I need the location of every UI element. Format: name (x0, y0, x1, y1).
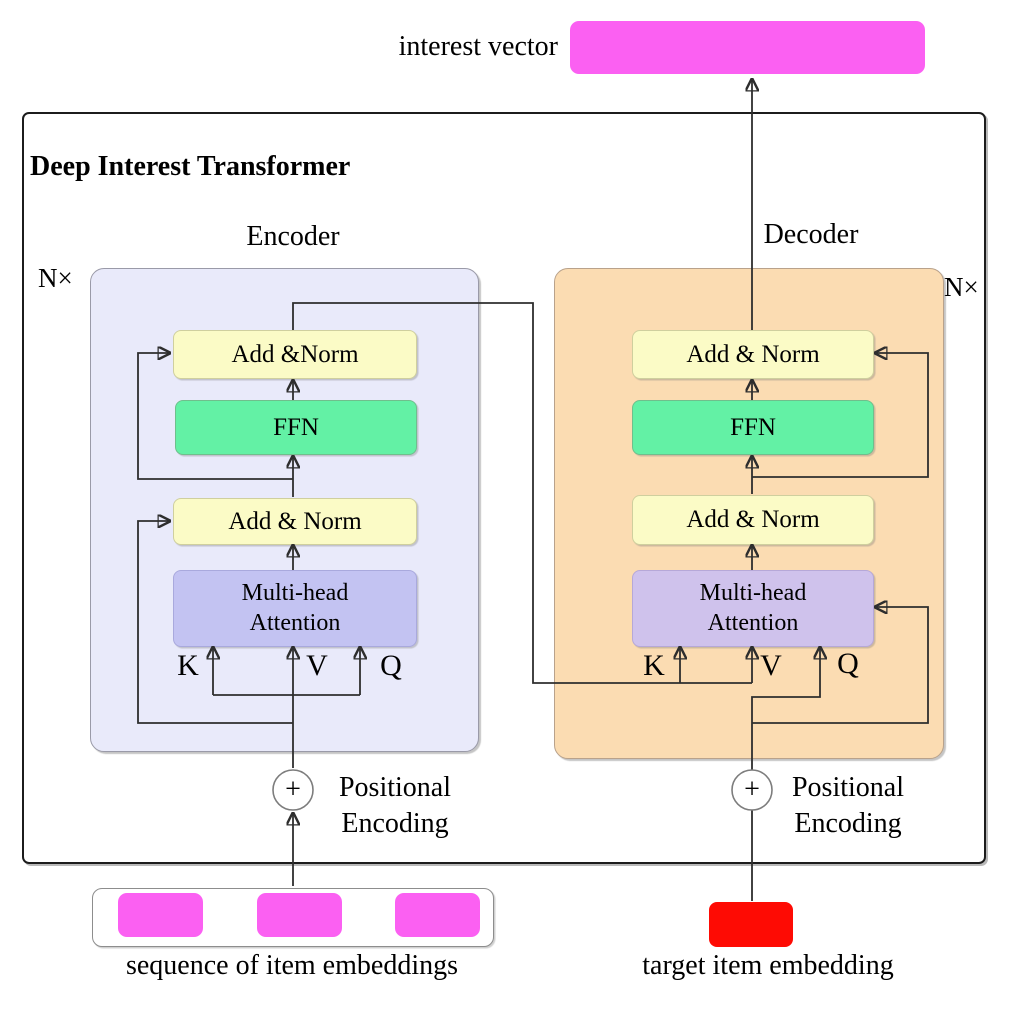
decoder-mha-block: Multi-head Attention (632, 570, 874, 647)
decoder-v-label: V (760, 649, 782, 682)
encoder-positional-label: Positional Encoding (315, 770, 475, 842)
encoder-v-label: V (306, 649, 328, 682)
encoder-k-label: K (177, 649, 199, 682)
encoder-add-norm-bottom-block: Add & Norm (173, 498, 417, 545)
transformer-frame (22, 112, 986, 864)
encoder-positional-line1: Positional (338, 772, 451, 803)
decoder-add-norm-top-block: Add & Norm (632, 330, 874, 379)
decoder-positional-line2: Encoding (794, 807, 902, 839)
decoder-k-label: K (643, 649, 665, 682)
encoder-positional-line2: Encoding (341, 807, 449, 839)
decoder-label: Decoder (763, 219, 859, 250)
encoder-label: Encoder (246, 221, 340, 252)
decoder-add-norm-top-label: Add & Norm (686, 340, 820, 368)
diagram-title: Deep Interest Transformer (30, 151, 351, 182)
sequence-embedding-box-2 (257, 893, 342, 937)
encoder-mha-line2: Attention (249, 609, 341, 636)
encoder-mha-line1: Multi-head (241, 580, 349, 607)
decoder-ffn-label: FFN (730, 413, 776, 441)
encoder-ffn-label: FFN (273, 413, 319, 441)
decoder-plus-sign: + (744, 774, 760, 805)
encoder-add-norm-top-label: Add &Norm (231, 340, 359, 368)
decoder-add-norm-bottom-label: Add & Norm (686, 506, 820, 533)
encoder-add-norm-bottom-label: Add & Norm (228, 507, 362, 535)
decoder-positional-line1: Positional (791, 772, 904, 803)
decoder-q-label: Q (837, 647, 859, 680)
decoder-add-norm-bottom-block: Add & Norm (632, 495, 874, 545)
encoder-plus-sign: + (285, 774, 301, 805)
decoder-mha-line1: Multi-head (699, 580, 807, 607)
sequence-caption: sequence of item embeddings (125, 950, 458, 981)
decoder-positional-label: Positional Encoding (768, 770, 928, 842)
sequence-embedding-box-3 (395, 893, 480, 937)
encoder-q-label: Q (380, 649, 402, 682)
target-caption: target item embedding (642, 950, 894, 981)
decoder-repeat-label: N× (944, 272, 979, 302)
encoder-add-norm-top-block: Add &Norm (173, 330, 417, 379)
sequence-embedding-box-1 (118, 893, 203, 937)
encoder-ffn-block: FFN (175, 400, 417, 455)
target-embedding-box (709, 902, 793, 947)
decoder-ffn-block: FFN (632, 400, 874, 455)
encoder-repeat-label: N× (38, 263, 73, 293)
interest-vector-box (570, 21, 925, 74)
encoder-mha-block: Multi-head Attention (173, 570, 417, 647)
decoder-mha-line2: Attention (707, 609, 799, 636)
interest-vector-label: interest vector (398, 31, 558, 62)
